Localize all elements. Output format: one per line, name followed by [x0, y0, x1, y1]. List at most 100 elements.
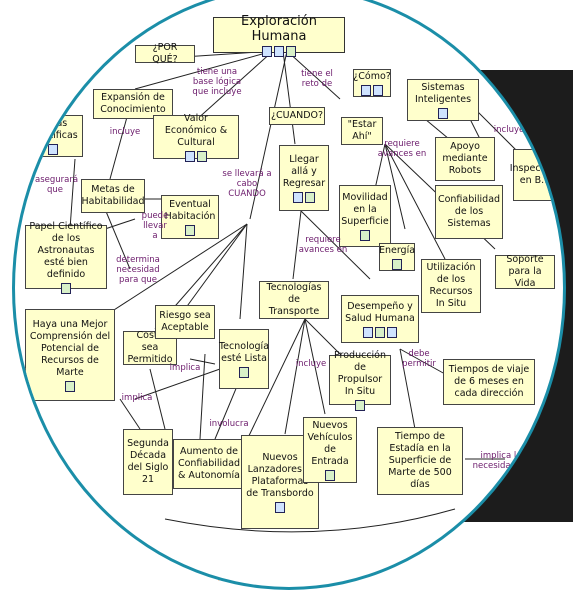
node-utilizacion-text: Utilización de los Recursos In Situ: [426, 262, 476, 309]
concept-map-circle: Exploración Humana ¿POR QUÉ? Expansión d…: [12, 0, 566, 590]
node-produccion-icons: [354, 399, 366, 411]
node-tiempos-text: Tiempos de viaje de 6 meses en cada dire…: [448, 364, 530, 399]
link-label-tiene-reto: tiene el reto de: [301, 69, 333, 89]
node-movilidad-icons: [359, 229, 371, 241]
link-label-debe-permitir: debe permitir: [402, 349, 436, 369]
node-mejor-comprension: Haya una Mejor Comprensión del Potencial…: [25, 309, 115, 401]
node-llegar-text: Llegar allá y Regresar: [282, 153, 326, 189]
link-label-involucra: involucra: [209, 419, 249, 429]
node-soporte-text: Soporte para la Vida: [506, 254, 544, 289]
node-por-que-text: ¿POR QUÉ?: [152, 42, 178, 65]
node-energia-icons: [391, 258, 403, 270]
node-apoyo-robots: Apoyo mediante Robots: [435, 137, 495, 181]
node-mejor-comp-icons: [64, 380, 76, 392]
node-utilizacion-recursos: Utilización de los Recursos In Situ: [421, 259, 481, 313]
node-papel-text: Papel Científico de los Astronautas esté…: [29, 220, 103, 280]
node-energia-text: Energía: [378, 244, 416, 256]
link-label-incluye-3: incluye: [295, 359, 327, 369]
node-como-text: ¿Cómo?: [353, 70, 391, 82]
node-expansion-text: Expansión de Conocimiento: [100, 92, 166, 115]
node-cientificas-text: Metas Científicas: [28, 117, 78, 141]
link-label-implica-2: implica: [121, 393, 153, 403]
node-sistemas-inteligentes: Sistemas Inteligentes: [407, 79, 479, 121]
link-label-se-llevara: se llevará a cabo CUANDO: [222, 169, 272, 199]
node-cientificas-icons: [47, 143, 59, 155]
document-icon: [361, 84, 371, 96]
document-icon: [363, 326, 373, 338]
node-inspeccion: Inspección en B...: [510, 149, 560, 201]
node-llegar-icons: [292, 191, 316, 203]
document-icon: [438, 107, 448, 119]
image-icon: [239, 366, 249, 378]
node-tec-lista-icons: [238, 366, 250, 378]
document-icon: [387, 326, 397, 338]
link-label-tiene-base: tiene una base lógica que incluye: [192, 67, 242, 97]
link-label-asegurara: asegurará que: [35, 175, 79, 195]
image-icon: [305, 191, 315, 203]
image-icon: [61, 282, 71, 294]
node-mejor-comp-text: Haya una Mejor Comprensión del Potencial…: [29, 318, 111, 378]
node-lanzadores-icons: [274, 501, 286, 513]
image-icon: [360, 229, 370, 241]
node-metas-habitabilidad: Metas de Habitabilidad: [81, 179, 145, 213]
document-icon: [185, 150, 195, 162]
node-segunda-decada: Segunda Década del Siglo 21: [123, 429, 173, 495]
node-aumento-text: Aumento de Confiabilidad & Autonomía: [177, 446, 241, 481]
node-energia: Energía: [379, 243, 415, 271]
image-icon: [65, 380, 75, 392]
link-label-implica-necesidad: implica la necesidad de: [472, 451, 530, 471]
node-desempeno-text: Desempeño y Salud Humana: [345, 300, 415, 324]
node-papel-icons: [60, 282, 72, 294]
node-lanzadores-text: Nuevos Lanzadores & Plataformas de Trans…: [246, 451, 314, 499]
node-movilidad: Movilidad en la Superficie: [339, 185, 391, 247]
node-tiempos-viaje: Tiempos de viaje de 6 meses en cada dire…: [443, 359, 535, 405]
node-insp-text: Inspección en B...: [509, 163, 561, 186]
node-apoyo-text: Apoyo mediante Robots: [442, 141, 488, 176]
document-icon: [48, 143, 58, 155]
link-label-requiere-avances: requiere avances en: [377, 139, 427, 159]
node-confiabilidad-sistemas: Confiabilidad de los Sistemas: [435, 185, 503, 239]
node-tiempo-estadia: Tiempo de Estadía en la Superficie de Ma…: [377, 427, 463, 495]
node-expansion: Expansión de Conocimiento: [93, 89, 173, 119]
node-metas-cientificas: Metas Científicas: [23, 115, 83, 157]
link-label-incluye-1: incluye: [109, 127, 141, 137]
node-produccion-propulsor: Producción de Propulsor In Situ: [329, 350, 391, 411]
image-icon: [185, 224, 195, 236]
image-icon: [286, 45, 296, 57]
node-eventual-habitacion: Eventual Habitación: [161, 195, 219, 239]
node-valor-icons: [184, 150, 208, 162]
node-tec-transporte-text: Tecnologías de Transporte: [266, 282, 322, 317]
node-eventual-text: Eventual Habitación: [164, 198, 216, 222]
node-riesgo-aceptable: Riesgo sea Aceptable: [155, 305, 215, 339]
node-costo-text: Costo sea Permitido: [127, 330, 173, 365]
node-tecnologias-transporte: Tecnologías de Transporte: [259, 281, 329, 319]
node-cuando-text: ¿CUANDO?: [270, 110, 324, 121]
node-llegar-regresar: Llegar allá y Regresar: [279, 145, 329, 211]
node-valor: Valor Económico & Cultural: [153, 113, 239, 162]
node-aumento-confiabilidad: Aumento de Confiabilidad & Autonomía: [173, 439, 245, 489]
title-text: Exploración Humana: [241, 13, 317, 44]
node-estar-ahi: "Estar Ahí": [341, 117, 383, 145]
link-label-puede-llevar: puede llevar a: [141, 211, 169, 241]
node-sistemas-int-text: Sistemas Inteligentes: [414, 81, 472, 105]
node-como-icons: [360, 84, 384, 96]
node-estadia-text: Tiempo de Estadía en la Superficie de Ma…: [388, 431, 452, 490]
document-icon: [373, 84, 383, 96]
document-icon: [293, 191, 303, 203]
node-vehiculos-icons: [324, 469, 336, 481]
node-confiab-sis-text: Confiabilidad de los Sistemas: [437, 194, 501, 229]
node-tecnologia-lista: Tecnología esté Lista: [219, 329, 269, 389]
document-icon: [275, 501, 285, 513]
node-soporte-vida: Soporte para la Vida: [495, 254, 555, 289]
link-label-incluye-2: incluye: [493, 125, 525, 135]
image-icon: [375, 326, 385, 338]
node-como: ¿Cómo?: [353, 69, 391, 97]
node-tec-lista-text: Tecnología esté Lista: [218, 340, 270, 364]
document-icon: [262, 45, 272, 57]
node-metas-hab-text: Metas de Habitabilidad: [81, 184, 145, 207]
node-por-que: ¿POR QUÉ?: [135, 42, 195, 65]
image-icon: [325, 469, 335, 481]
node-sistemas-int-icons: [437, 107, 449, 119]
node-nuevos-vehiculos: Nuevos Vehículos de Entrada: [303, 417, 357, 483]
